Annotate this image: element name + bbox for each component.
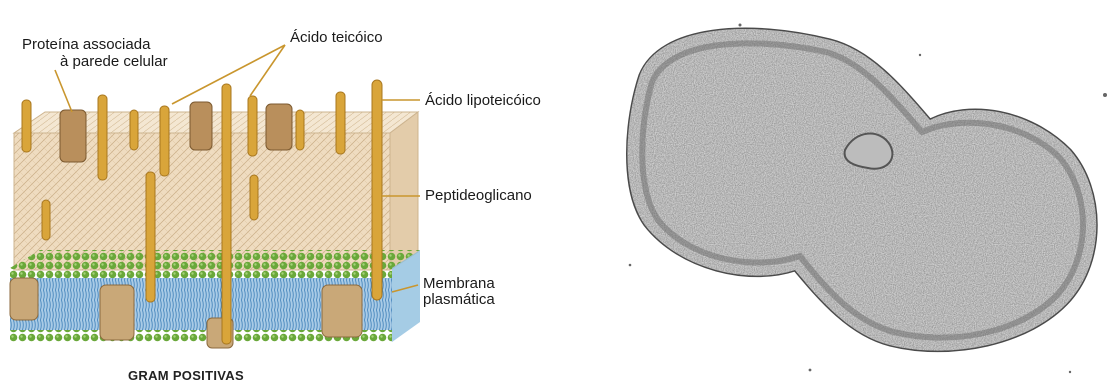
peptidoglycan-label: Peptideoglicano — [425, 188, 532, 204]
membrane-label-line2: plasmática — [423, 292, 495, 308]
membrane-label-line1: Membrana — [423, 276, 495, 292]
gram-positive-diagram: Proteína associada à parede celular Ácid… — [0, 0, 600, 388]
protein-label-line2: à parede celular — [60, 54, 168, 70]
electron-micrograph — [600, 0, 1119, 388]
diagram-caption: GRAM POSITIVAS — [128, 368, 244, 383]
lipoteichoic-acid-label: Ácido lipoteicóico — [425, 93, 541, 109]
protein-label-line1: Proteína associada — [22, 37, 150, 53]
dividing-bacterium-image — [600, 0, 1119, 388]
teichoic-acid-label: Ácido teicóico — [290, 30, 383, 46]
cytoplasm — [600, 0, 1119, 388]
